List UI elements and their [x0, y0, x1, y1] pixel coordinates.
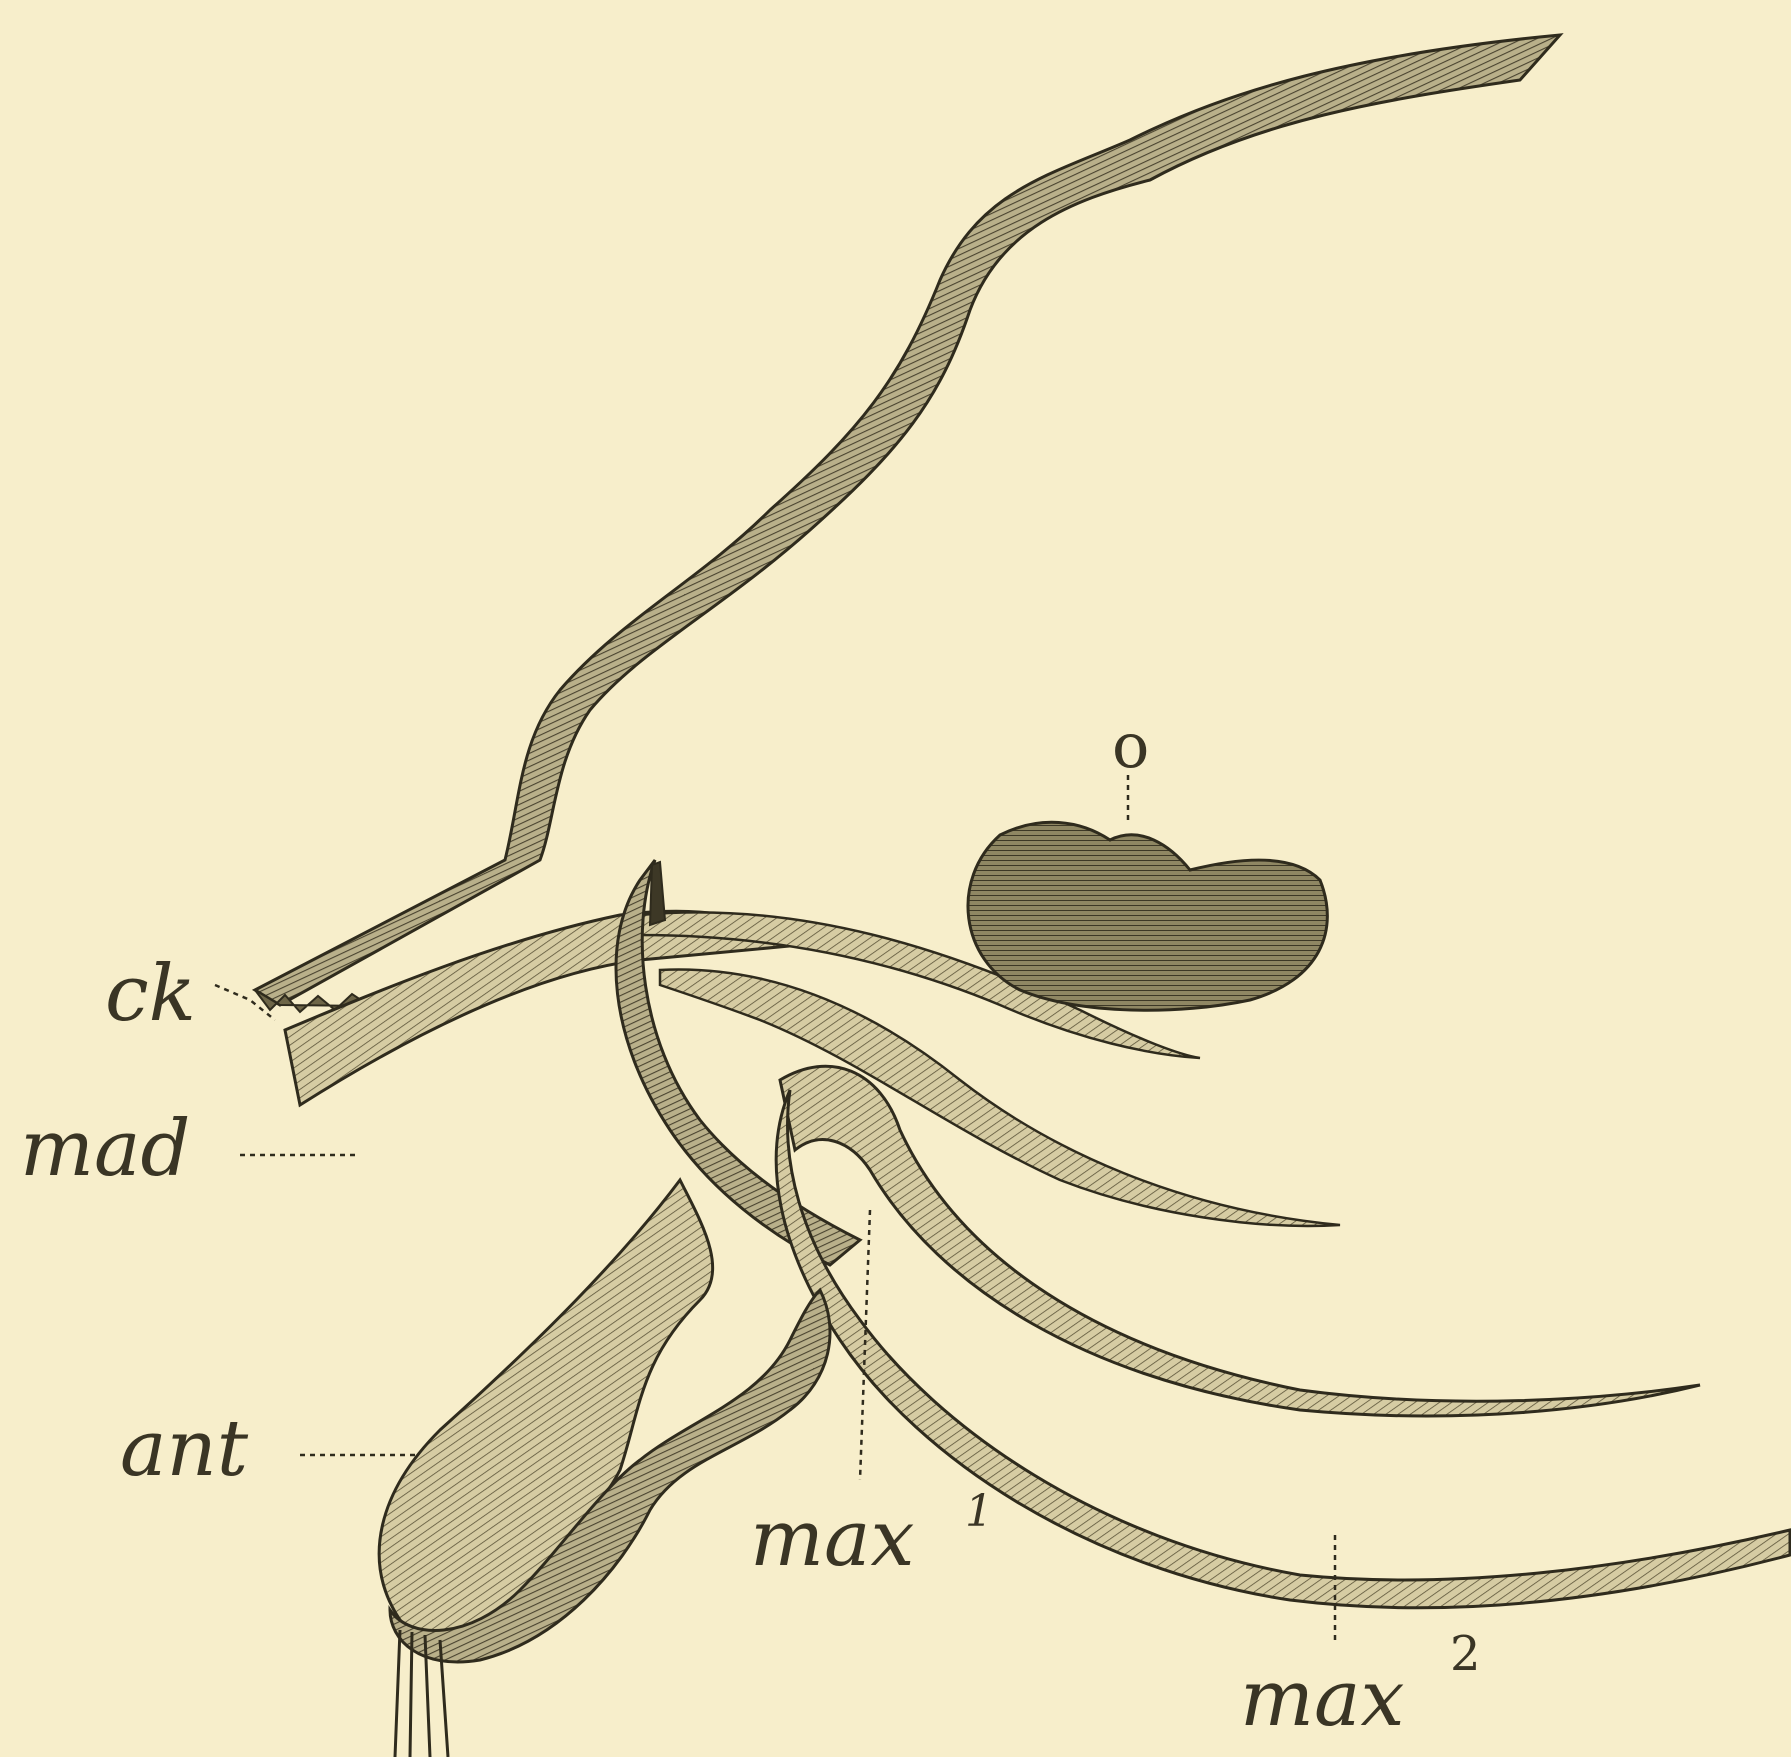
- organ-o: [968, 822, 1327, 1010]
- max1-appendage: [780, 1066, 1700, 1416]
- label-max1-superscript: 1: [965, 1490, 993, 1534]
- label-ant: ant: [120, 1410, 248, 1488]
- label-max2: max: [1240, 1660, 1404, 1738]
- carapace-outline: [255, 35, 1560, 1005]
- max2-appendage: [776, 1090, 1790, 1608]
- label-max1: max: [750, 1500, 914, 1578]
- label-mad: mad: [20, 1110, 190, 1188]
- label-o: o: [1112, 715, 1149, 777]
- spike: [650, 862, 665, 925]
- label-max2-superscript: 2: [1450, 1630, 1481, 1678]
- label-ck: ck: [105, 955, 196, 1033]
